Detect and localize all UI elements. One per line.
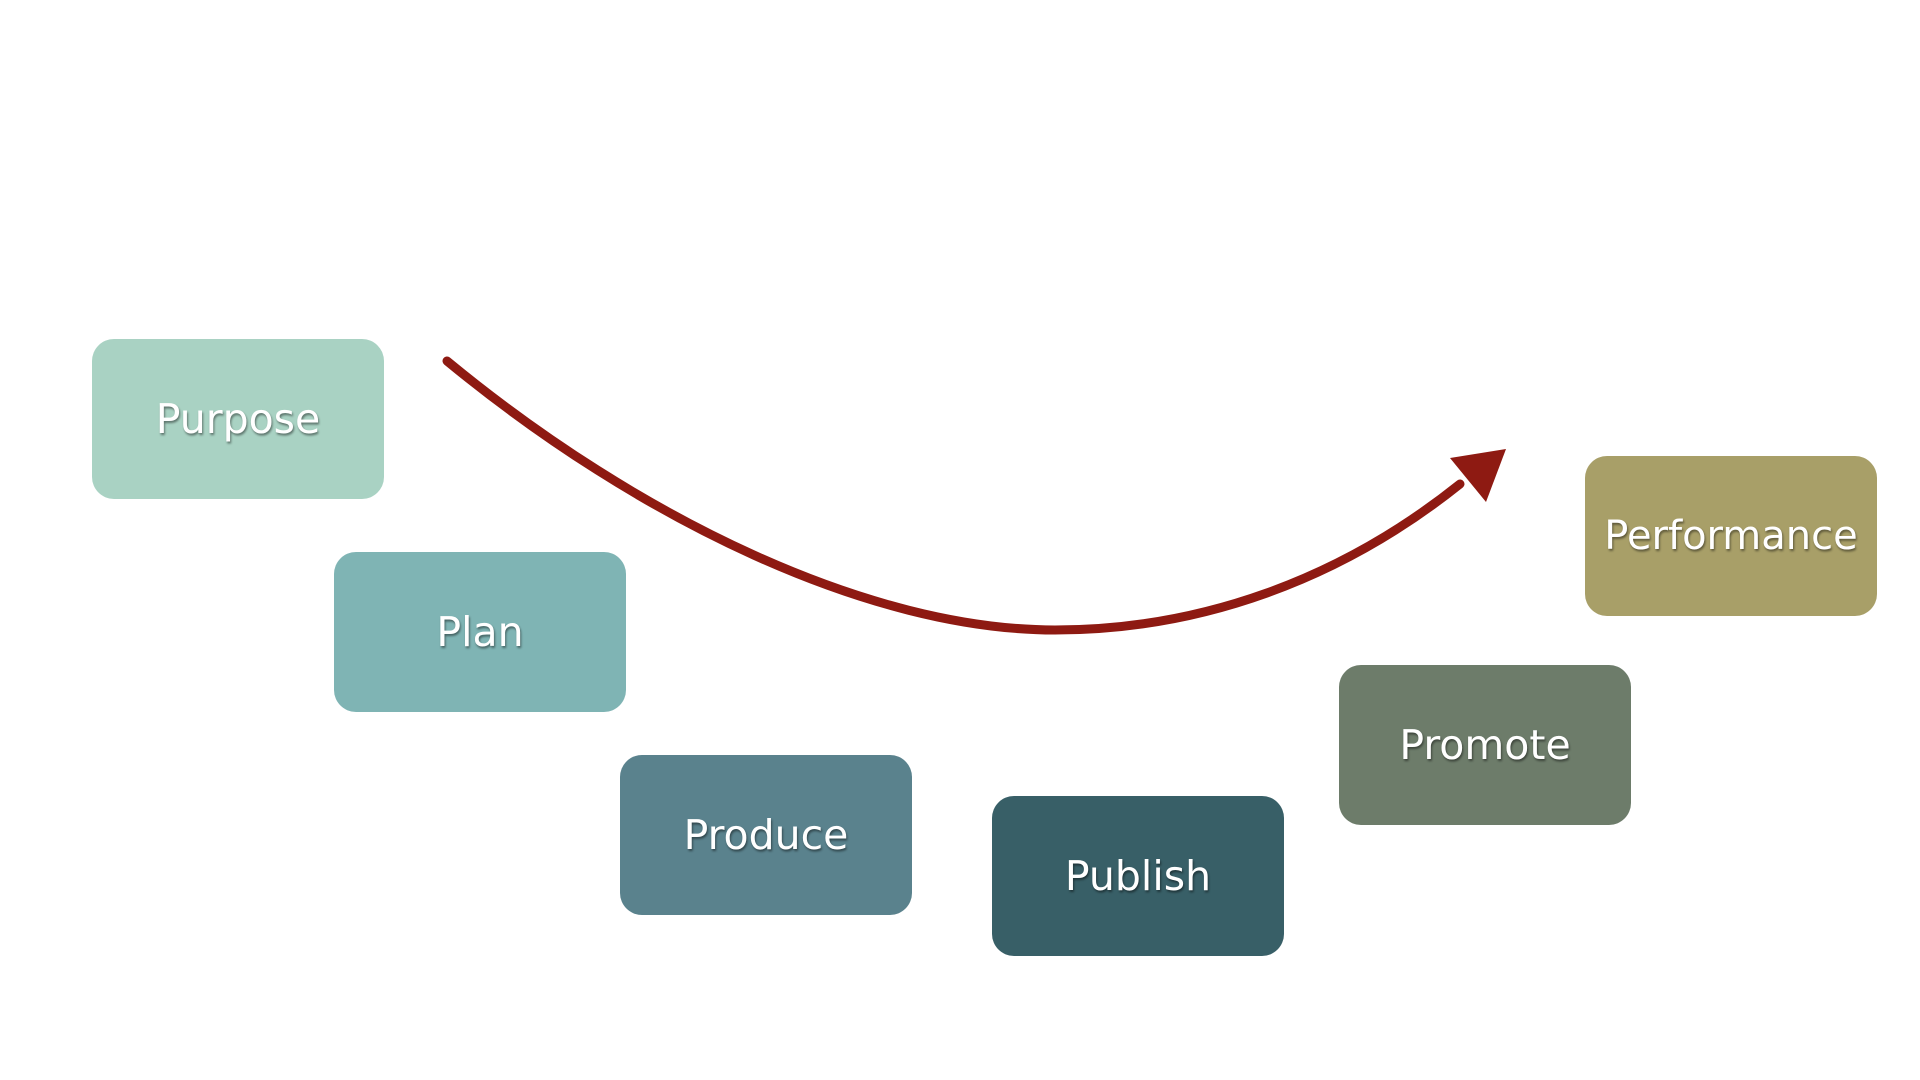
flow-arrow-head	[1450, 449, 1506, 502]
step-plan-label: Plan	[436, 608, 524, 656]
step-promote-label: Promote	[1399, 721, 1571, 769]
step-performance-label: Performance	[1604, 513, 1858, 559]
step-produce-label: Produce	[683, 811, 849, 859]
step-purpose-label: Purpose	[155, 395, 321, 443]
step-purpose: Purpose	[92, 339, 384, 499]
step-performance: Performance	[1585, 456, 1877, 616]
step-promote: Promote	[1339, 665, 1631, 825]
step-produce: Produce	[620, 755, 912, 915]
step-publish-label: Publish	[1064, 852, 1212, 900]
step-publish: Publish	[992, 796, 1284, 956]
step-plan: Plan	[334, 552, 626, 712]
